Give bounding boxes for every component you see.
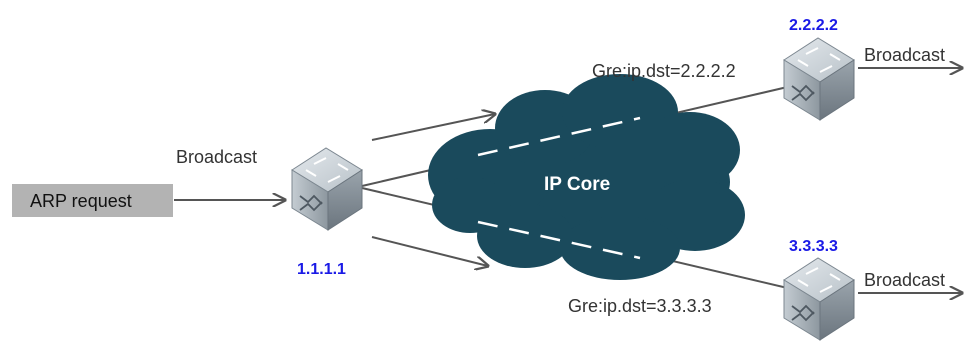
arp-request-label: ARP request: [30, 191, 132, 211]
ip-core-label: IP Core: [544, 174, 610, 195]
broadcast-out-label-top: Broadcast: [864, 45, 945, 65]
switch-top-ip: 2.2.2.2: [789, 17, 838, 34]
forward-arrow-bottom: [371, 236, 488, 266]
tunnel-dash-bottom: [477, 220, 641, 260]
forward-arrow-top: [371, 114, 495, 141]
ip-core-cloud: [428, 74, 745, 280]
switch-top-icon: [783, 37, 855, 121]
tunnel-label-bottom: Gre:ip.dst=3.3.3.3: [568, 296, 712, 316]
switch-source-icon: [291, 147, 363, 231]
arp-request-box: [12, 184, 173, 217]
tunnel-label-top: Gre:ip.dst=2.2.2.2: [592, 61, 736, 81]
broadcast-out-label-bottom: Broadcast: [864, 270, 945, 290]
switch-bottom-ip: 3.3.3.3: [789, 238, 838, 255]
switch-source-ip: 1.1.1.1: [297, 261, 346, 278]
tunnel-dash-top: [477, 116, 641, 157]
broadcast-input-label: Broadcast: [176, 147, 257, 167]
switch-bottom-icon: [783, 257, 855, 341]
